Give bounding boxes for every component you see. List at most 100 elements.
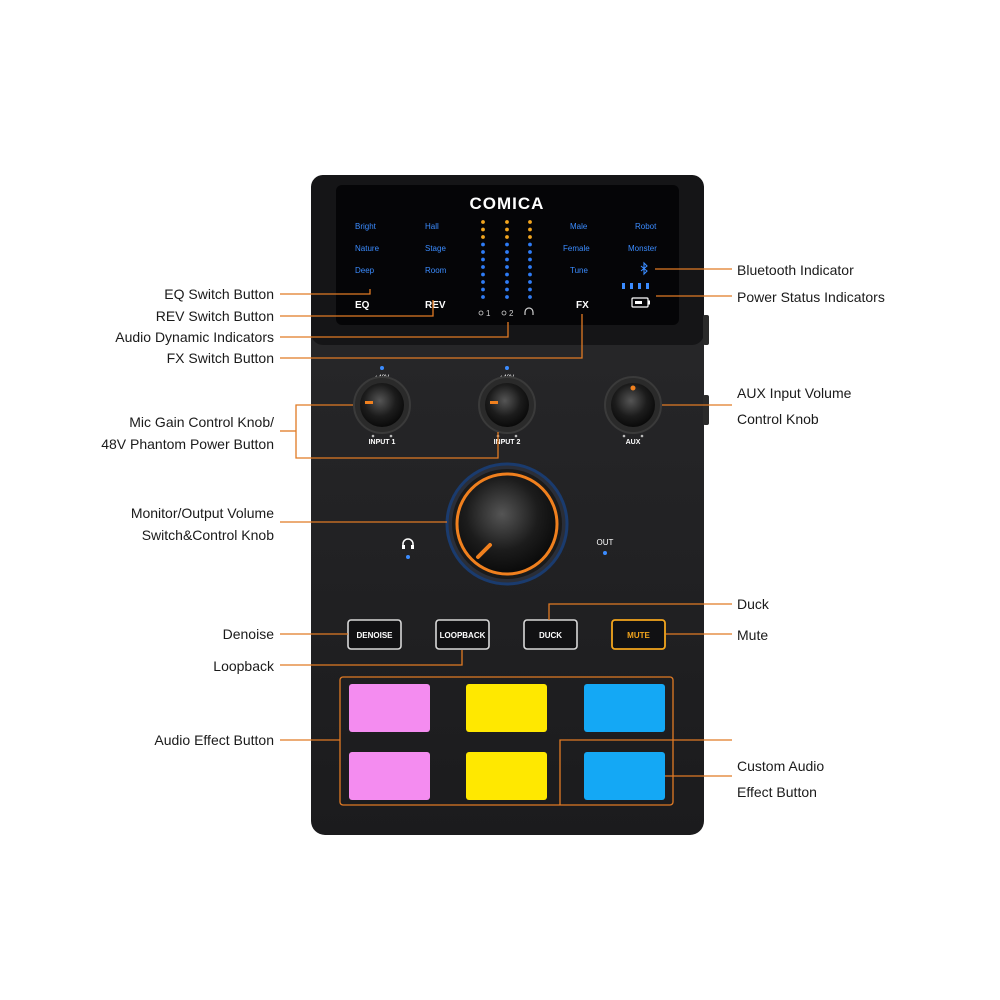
side-switch (703, 315, 709, 345)
label-fx-switch: FX Switch Button (166, 350, 274, 366)
meter-dot (481, 220, 485, 224)
fx-preset-tune: Tune (570, 266, 588, 275)
eq-preset-nature: Nature (355, 244, 380, 253)
meter-dot (528, 227, 532, 232)
meter-dot (481, 242, 485, 247)
callout-line-rev (280, 300, 434, 317)
meter-dot (505, 265, 509, 269)
fx-switch-button[interactable]: FX (576, 300, 589, 311)
audio-dynamic-indicators (481, 220, 532, 299)
meter-dot (481, 235, 485, 239)
meter-dot (528, 295, 532, 299)
input2-label: INPUT 2 (494, 439, 521, 446)
meter-dot (505, 250, 509, 254)
input1-label: INPUT 1 (369, 439, 396, 446)
label-mute: Mute (737, 627, 769, 643)
eq-preset-bright: Bright (355, 222, 377, 231)
monitor-output-volume-knob[interactable] (445, 462, 569, 586)
mute-button[interactable]: MUTE (611, 619, 666, 650)
meter-dot (528, 250, 532, 254)
label-eq-switch: EQ Switch Button (164, 286, 274, 302)
meter-dot (505, 257, 509, 262)
meter-dot (528, 280, 532, 284)
label-denoise: Denoise (222, 626, 274, 642)
meter-dot (481, 227, 485, 232)
battery-icon (631, 297, 650, 308)
meter-dot (528, 287, 532, 292)
meter-dot (505, 280, 509, 284)
loopback-button-label: LOOPBACK (440, 631, 486, 640)
callout-line-custom (559, 739, 732, 805)
duck-button-label: DUCK (539, 631, 562, 640)
meter-dot (505, 220, 509, 224)
callout-line-duck (548, 603, 732, 620)
label-monitor-1: Monitor/Output Volume (130, 505, 274, 521)
meter-dot-1-icon (478, 310, 484, 316)
fx-preset-robot: Robot (635, 222, 657, 231)
side-port (703, 395, 709, 425)
label-mic-gain-2: 48V Phantom Power Button (101, 436, 274, 452)
bluetooth-icon (640, 261, 648, 276)
custom-effect-pad-blue-bottom[interactable] (584, 752, 665, 800)
duck-button[interactable]: DUCK (523, 619, 578, 650)
label-rev-switch: REV Switch Button (155, 308, 274, 324)
label-audio-effect: Audio Effect Button (154, 732, 274, 748)
eq-preset-deep: Deep (355, 266, 375, 275)
meter-dot (528, 235, 532, 239)
meter-dot (505, 235, 509, 239)
label-duck: Duck (737, 596, 769, 612)
rev-switch-button[interactable]: REV (425, 300, 446, 311)
aux-label: AUX (626, 439, 641, 446)
meter-dot (481, 257, 485, 262)
out-indicator: OUT (597, 538, 614, 555)
effect-pad-yellow-bottom[interactable] (466, 752, 547, 800)
effect-pad-pink-top[interactable] (349, 684, 430, 732)
display-screen: COMICA Bright Nature Deep Hall Stage Roo… (336, 185, 679, 325)
custom-effect-pad-blue-top[interactable] (584, 684, 665, 732)
comica-logo: COMICA (470, 194, 545, 213)
fx-preset-female: Female (563, 244, 590, 253)
aux-knob[interactable]: AUX (604, 376, 662, 446)
label-bluetooth: Bluetooth Indicator (737, 262, 854, 278)
headphone-meter-icon (524, 307, 534, 315)
callout-bracket-audio-effect (339, 676, 674, 806)
label-mic-gain-1: Mic Gain Control Knob/ (129, 414, 274, 430)
fx-preset-male: Male (570, 222, 588, 231)
label-aux-2: Control Knob (737, 411, 819, 427)
denoise-button[interactable]: DENOISE (347, 619, 402, 650)
input1-knob[interactable]: +48V INPUT 1 (353, 366, 411, 446)
meter-dot (481, 265, 485, 269)
meter-dot (505, 227, 509, 232)
meter-dot (481, 272, 485, 277)
mute-button-label: MUTE (627, 631, 650, 640)
meter-dot (481, 287, 485, 292)
meter-label-1: 1 (486, 309, 491, 318)
label-custom-1: Custom Audio (737, 758, 825, 774)
loopback-button[interactable]: LOOPBACK (435, 619, 490, 650)
meter-dot (528, 220, 532, 224)
callout-line-eq (280, 289, 371, 295)
meter-dot (528, 272, 532, 277)
eq-switch-button[interactable]: EQ (355, 300, 370, 311)
label-loopback: Loopback (213, 658, 274, 674)
input2-knob[interactable]: +48V INPUT 2 (478, 366, 536, 446)
callout-line-audio-dynamic (280, 322, 509, 338)
label-custom-2: Effect Button (737, 784, 817, 800)
meter-dot (481, 250, 485, 254)
label-monitor-2: Switch&Control Knob (141, 527, 274, 543)
meter-dot (528, 265, 532, 269)
callout-line-loopback (280, 650, 463, 666)
meter-dot (481, 280, 485, 284)
out-label: OUT (597, 538, 614, 547)
label-power-status: Power Status Indicators (737, 289, 885, 305)
meter-dot (481, 295, 485, 299)
effect-pad-yellow-top[interactable] (466, 684, 547, 732)
audio-effect-pads (349, 684, 665, 800)
power-status-indicators (622, 283, 649, 289)
meter-dot-2-icon (501, 310, 507, 316)
meter-dot (505, 272, 509, 277)
rev-preset-stage: Stage (425, 244, 446, 253)
effect-pad-pink-bottom[interactable] (349, 752, 430, 800)
meter-dot (528, 242, 532, 247)
